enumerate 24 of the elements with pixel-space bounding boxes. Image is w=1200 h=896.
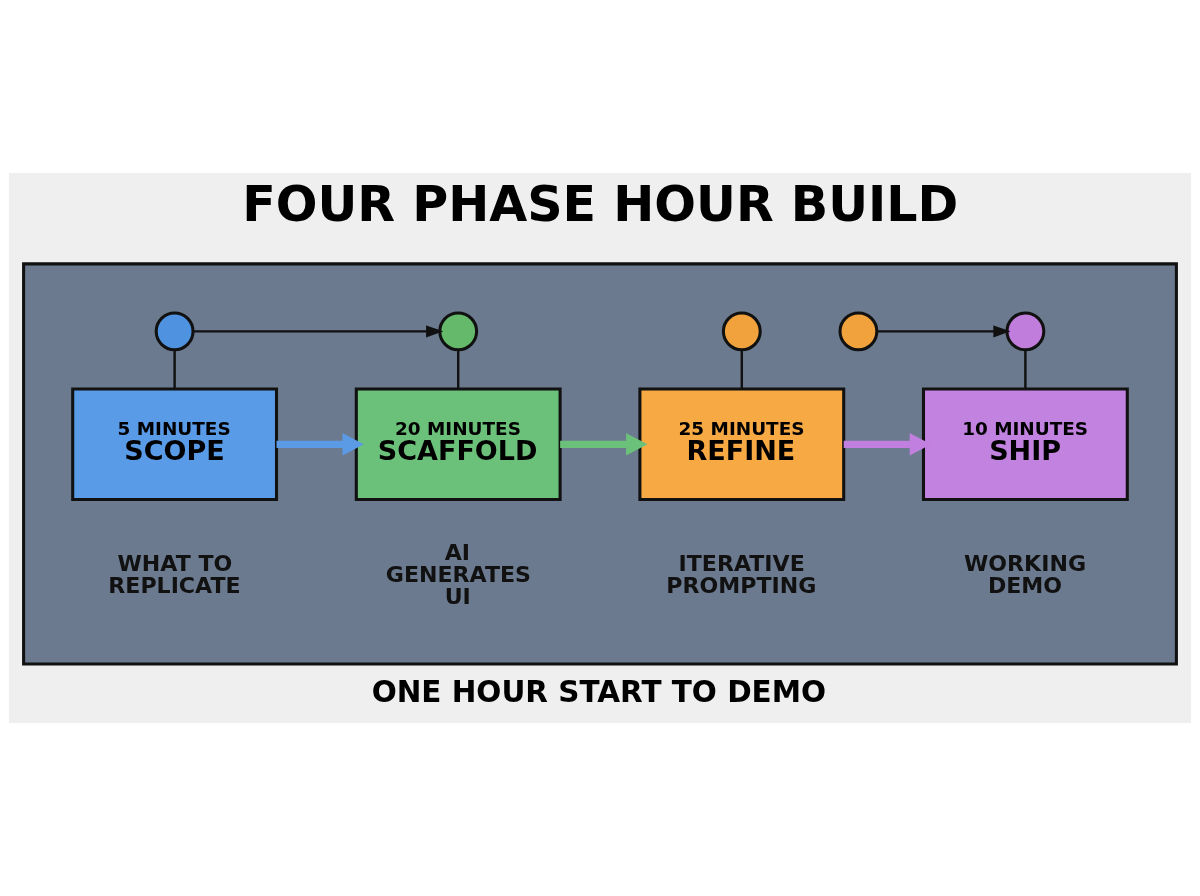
caption: ONE HOUR START TO DEMO — [371, 675, 827, 710]
cluster — [22, 262, 1178, 666]
node-circle — [438, 311, 479, 352]
arrow — [877, 325, 1011, 338]
arrow — [560, 433, 648, 456]
connector — [740, 349, 744, 389]
connector — [1024, 349, 1027, 389]
connector — [456, 349, 460, 389]
node-box: 5 MINUTES SCOPE — [71, 387, 279, 502]
diagram-title: FOUR PHASE HOUR BUILD — [242, 174, 959, 233]
arrow — [276, 433, 364, 456]
node-circle — [721, 311, 762, 352]
connector — [173, 349, 176, 389]
node-label: ITERATIVE PROMPTING — [666, 550, 817, 599]
node-circle — [1005, 311, 1046, 352]
arrow — [193, 325, 444, 338]
node-label: WHAT TO REPLICATE — [108, 550, 241, 599]
node-circle — [154, 311, 195, 352]
node-box: 20 MINUTES SCAFFOLD — [354, 387, 562, 502]
node-circle — [838, 311, 879, 352]
node-label: WORKING DEMO — [964, 550, 1087, 599]
node-label: AI GENERATES UI — [385, 539, 531, 610]
node-box: 25 MINUTES REFINE — [638, 387, 846, 502]
node-box: 10 MINUTES SHIP — [921, 387, 1129, 502]
